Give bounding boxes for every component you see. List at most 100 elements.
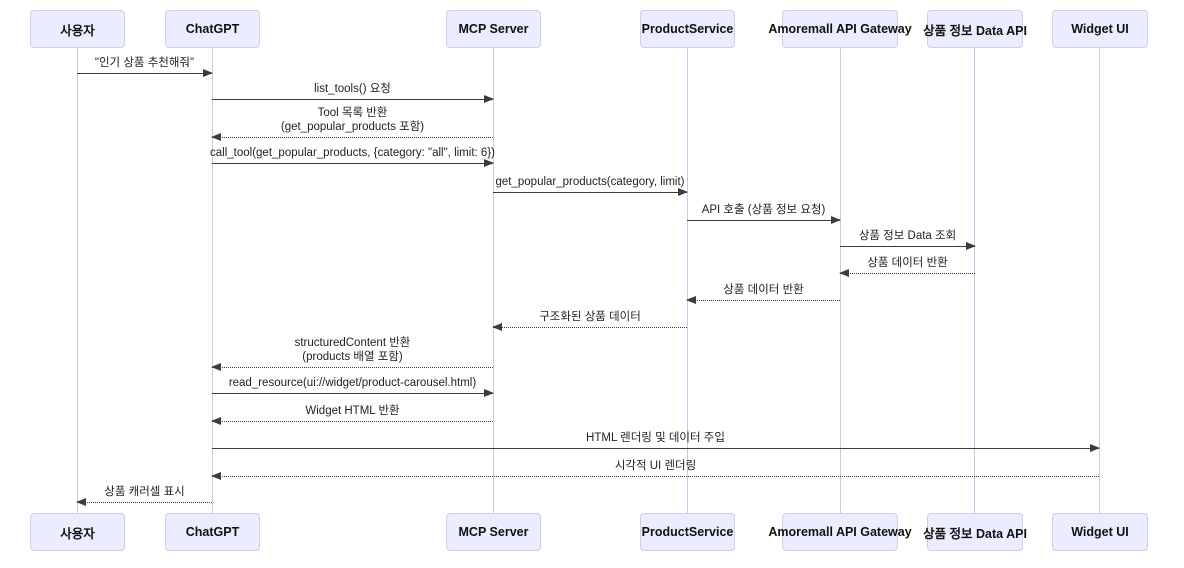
message-line [686, 296, 840, 304]
arrowhead-icon [686, 296, 696, 304]
arrowhead-icon [678, 188, 688, 196]
arrowhead-icon [211, 363, 221, 371]
participant-label: MCP Server [458, 22, 529, 36]
participant-widget-top: Widget UI [1052, 10, 1148, 48]
message-line [211, 363, 493, 371]
message-label: call_tool(get_popular_products, {categor… [210, 147, 495, 161]
participant-label: 사용자 [60, 526, 95, 541]
message-text: structuredContent 반환 [294, 337, 411, 349]
message-text: Widget HTML 반환 [305, 404, 400, 417]
participant-label: 사용자 [60, 23, 95, 38]
participant-product-bottom: ProductService [640, 513, 735, 551]
message-text: 상품 데이터 반환 [723, 283, 804, 296]
message-label: list_tools() 요청 [314, 83, 391, 97]
lifeline-user [77, 48, 78, 513]
message-line [77, 69, 213, 77]
message-line [839, 269, 975, 277]
message-line [211, 472, 1099, 480]
participant-label: ChatGPT [185, 22, 240, 36]
participant-label: 상품 정보 Data API [923, 526, 1027, 541]
message-text: get_popular_products(category, limit) [495, 175, 685, 188]
message-line [211, 133, 493, 141]
message-line [212, 95, 494, 103]
arrowhead-icon [211, 417, 221, 425]
message-text: API 호출 (상품 정보 요청) [701, 203, 826, 216]
participant-label: MCP Server [458, 525, 529, 539]
message-line [76, 498, 212, 506]
message-text: 상품 데이터 반환 [867, 256, 948, 269]
message-text: 상품 캐러셀 표시 [104, 485, 185, 498]
participant-label: Widget UI [1071, 525, 1129, 539]
arrowhead-icon [211, 133, 221, 141]
message-line [212, 444, 1100, 452]
lifeline-chatgpt [212, 48, 213, 513]
participant-label: ProductService [641, 22, 734, 36]
message-label: "인기 상품 추천해줘" [95, 57, 194, 71]
message-label: API 호출 (상품 정보 요청) [702, 204, 826, 218]
participant-chatgpt-bottom: ChatGPT [165, 513, 260, 551]
message-line [492, 323, 687, 331]
arrowhead-icon [484, 95, 494, 103]
lifeline-product [687, 48, 688, 513]
message-text: 시각적 UI 렌더링 [614, 459, 697, 472]
message-text: (get_popular_products 포함) [280, 120, 425, 133]
message-text: Tool 목록 반환 [317, 107, 388, 119]
lifeline-dataapi [974, 48, 975, 513]
participant-dataapi-bottom: 상품 정보 Data API [923, 513, 1027, 551]
arrowhead-icon [211, 472, 221, 480]
message-text: HTML 렌더링 및 데이터 주입 [586, 431, 725, 444]
participant-user-top: 사용자 [30, 10, 125, 48]
message-label: 상품 정보 Data 조회 [859, 230, 956, 244]
participant-user-bottom: 사용자 [30, 513, 125, 551]
participant-chatgpt-top: ChatGPT [165, 10, 260, 48]
participant-label: ChatGPT [185, 525, 240, 539]
lifeline-gateway [840, 48, 841, 513]
arrowhead-icon [1090, 444, 1100, 452]
message-text: (products 배열 포함) [302, 350, 403, 363]
message-line [211, 417, 493, 425]
message-label: read_resource(ui://widget/product-carous… [229, 377, 476, 391]
participant-label: 상품 정보 Data API [923, 23, 1027, 38]
participant-label: Amoremall API Gateway [768, 525, 912, 539]
participant-label: Amoremall API Gateway [768, 22, 912, 36]
lifeline-widget [1099, 48, 1100, 513]
message-line [493, 188, 688, 196]
participant-mcp-top: MCP Server [446, 10, 541, 48]
participant-gateway-top: Amoremall API Gateway [768, 10, 912, 48]
participant-dataapi-top: 상품 정보 Data API [923, 10, 1027, 48]
arrowhead-icon [484, 159, 494, 167]
participant-label: ProductService [641, 525, 734, 539]
arrowhead-icon [76, 498, 86, 506]
message-label: Widget HTML 반환 [305, 405, 399, 419]
message-label: 구조화된 상품 데이터 [539, 311, 641, 325]
arrowhead-icon [484, 389, 494, 397]
message-label: structuredContent 반환 (products 배열 포함) [295, 337, 411, 364]
message-label: 상품 데이터 반환 [723, 284, 803, 298]
arrowhead-icon [831, 216, 841, 224]
message-line [687, 216, 841, 224]
message-label: get_popular_products(category, limit) [496, 176, 685, 190]
participant-mcp-bottom: MCP Server [446, 513, 541, 551]
arrowhead-icon [966, 242, 976, 250]
message-line [840, 242, 976, 250]
lifeline-mcp [493, 48, 494, 513]
message-text: list_tools() 요청 [314, 82, 391, 95]
participant-gateway-bottom: Amoremall API Gateway [768, 513, 912, 551]
message-label: 상품 데이터 반환 [867, 257, 947, 271]
message-label: 시각적 UI 렌더링 [615, 460, 696, 474]
participant-widget-bottom: Widget UI [1052, 513, 1148, 551]
arrowhead-icon [203, 69, 213, 77]
message-label: HTML 렌더링 및 데이터 주입 [586, 432, 725, 446]
arrowhead-icon [839, 269, 849, 277]
participant-product-top: ProductService [640, 10, 735, 48]
message-line [212, 159, 494, 167]
message-text: 구조화된 상품 데이터 [539, 310, 641, 323]
arrowhead-icon [492, 323, 502, 331]
participant-label: Widget UI [1071, 22, 1129, 36]
message-label: 상품 캐러셀 표시 [104, 486, 184, 500]
message-line [212, 389, 494, 397]
message-text: "인기 상품 추천해줘" [94, 56, 195, 69]
message-text: 상품 정보 Data 조회 [858, 229, 957, 242]
message-text: read_resource(ui://widget/product-carous… [228, 376, 477, 389]
